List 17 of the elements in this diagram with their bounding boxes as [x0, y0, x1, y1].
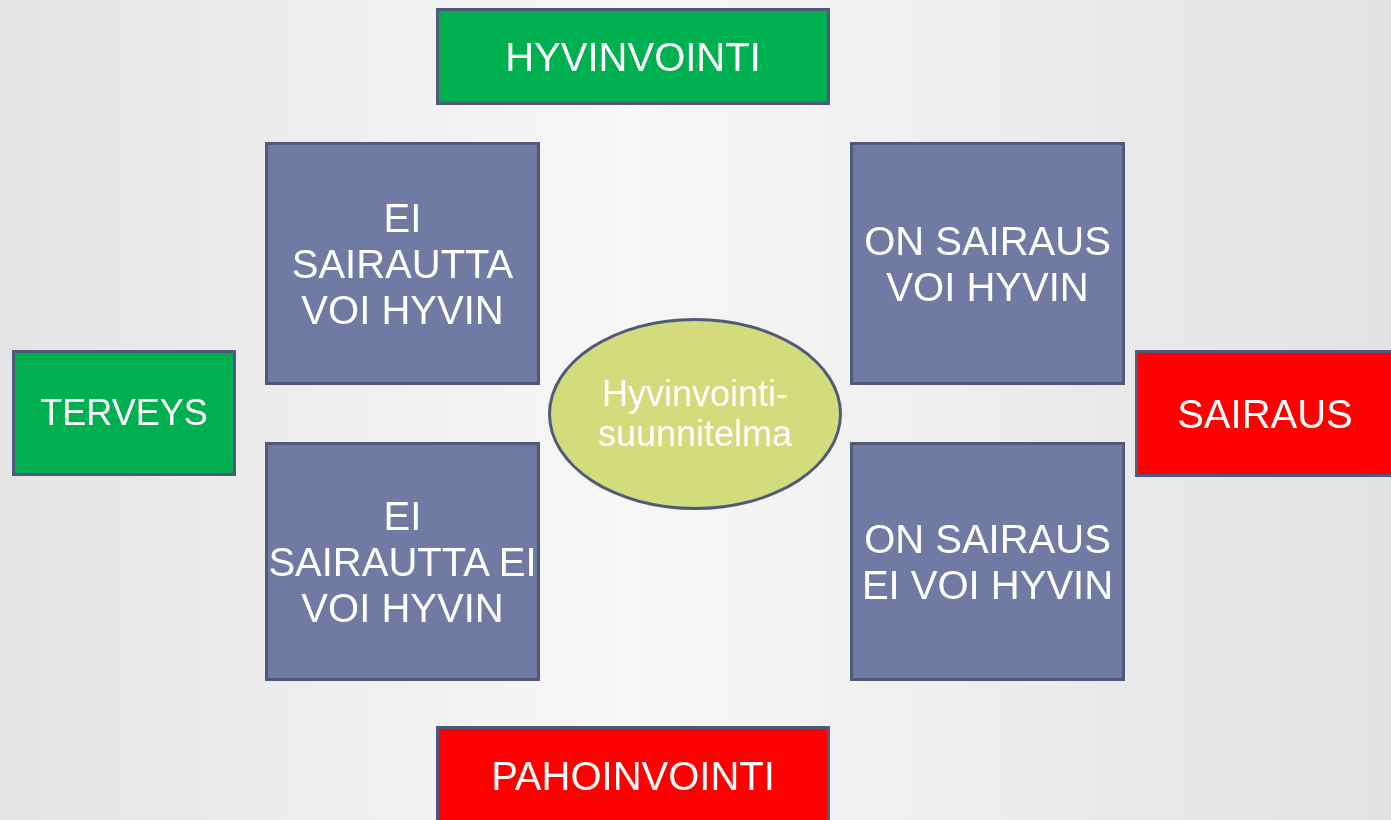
category-box [850, 142, 1125, 385]
category-box [12, 350, 236, 476]
node-label: TERVEYS [40, 393, 208, 433]
node-label: Hyvinvointi-suunnitelma [596, 374, 794, 454]
node-label: ON SAIRAUS VOI HYVIN [863, 217, 1112, 310]
category-box [436, 8, 830, 105]
node-label: PAHOINVOINTI [491, 753, 775, 799]
node-label: EI SAIRAUTTA VOI HYVIN [290, 194, 515, 333]
node-label: ON SAIRAUS EI VOI HYVIN [860, 515, 1115, 608]
node-label: HYVINVOINTI [505, 33, 761, 80]
node-label: SAIRAUS [1177, 390, 1353, 437]
node-label: EI SAIRAUTTA EI VOI HYVIN [268, 492, 537, 631]
category-box [850, 442, 1125, 681]
category-box [1135, 350, 1391, 477]
category-box [265, 442, 540, 681]
category-box [436, 726, 830, 820]
category-box [265, 142, 540, 385]
